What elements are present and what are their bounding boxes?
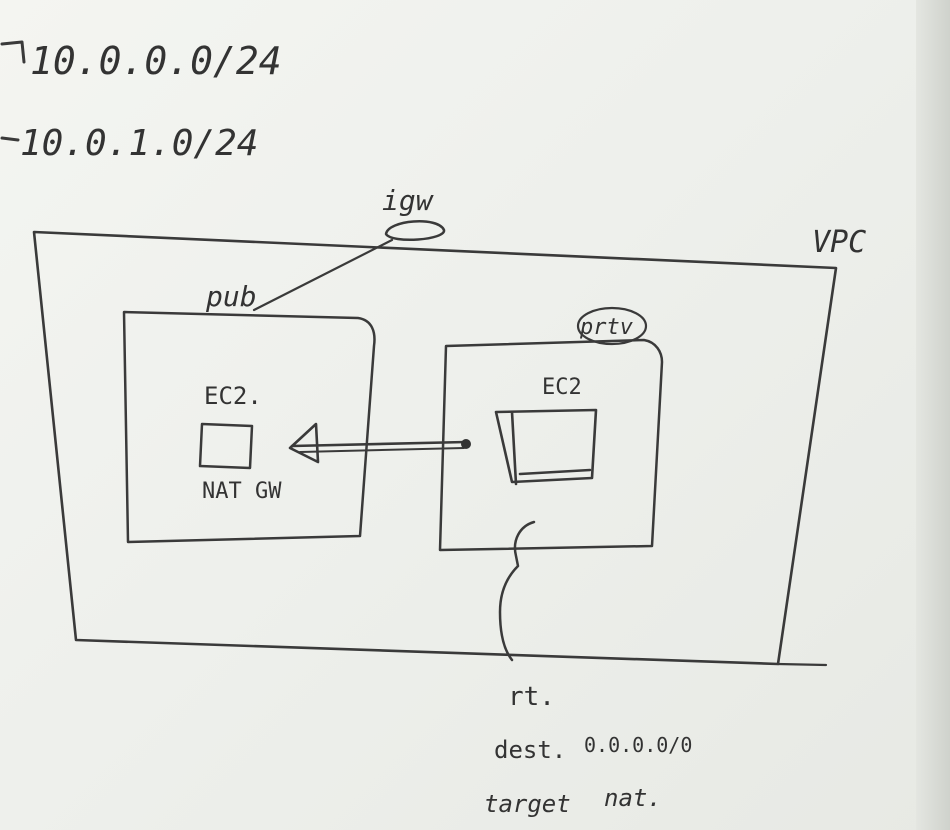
cidr-1-bracket	[0, 40, 26, 64]
prtv-label: prtv	[579, 315, 634, 340]
vpc-label: VPC	[812, 225, 866, 260]
route-table-title: rt.	[508, 682, 555, 712]
igw-node	[384, 220, 446, 241]
nat-route-arrow	[290, 440, 468, 448]
prtv-circle	[576, 306, 648, 346]
vpc-corner-tail	[776, 662, 828, 667]
nat-gw-label: NAT GW	[202, 479, 282, 504]
ec2-private-shading	[510, 410, 518, 486]
route-dest-value: 0.0.0.0/0	[584, 733, 692, 757]
nat-route-arrow-double	[299, 447, 465, 453]
paper-edge	[916, 0, 950, 830]
nat-route-arrowhead	[288, 422, 320, 464]
nat-gateway-instance	[198, 422, 254, 470]
nat-route-origin-dot	[461, 439, 471, 449]
public-subnet-box	[122, 310, 376, 544]
igw-label: igw	[382, 184, 434, 217]
route-table-brace	[498, 520, 536, 662]
igw-link	[252, 238, 394, 312]
cidr-1-text: 10.0.0.0/24	[30, 39, 282, 83]
route-target-label: target	[484, 790, 571, 818]
pub-label: pub	[205, 280, 257, 313]
private-subnet-box	[438, 338, 664, 552]
route-dest-label: dest.	[494, 736, 566, 764]
ec2-private-label: EC2	[542, 375, 582, 400]
ec2-private-shading-2	[518, 468, 592, 476]
ec2-private-instance	[494, 408, 598, 484]
route-target-value: nat.	[604, 784, 662, 812]
cidr-2-dash	[0, 136, 20, 142]
cidr-2-text: 10.0.1.0/24	[20, 123, 258, 164]
ec2-public-label: EC2.	[204, 382, 262, 410]
